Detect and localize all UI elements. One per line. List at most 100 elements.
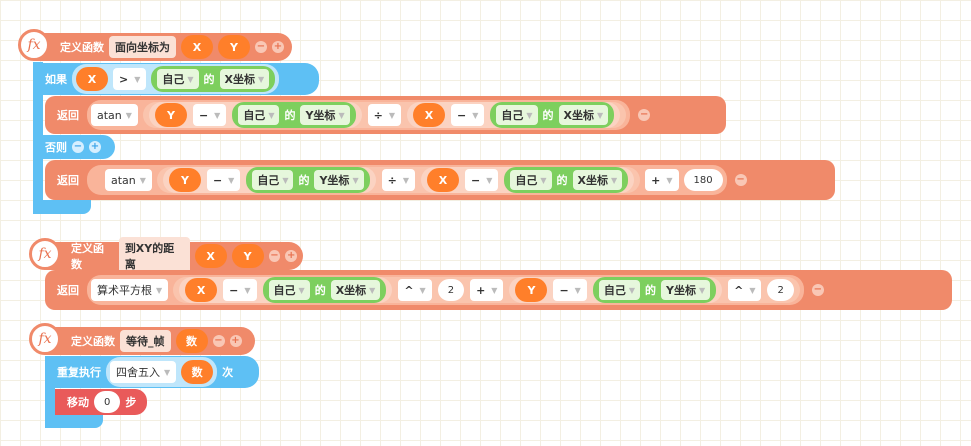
sensing-block[interactable]: 自己▼ 的 X坐标▼ xyxy=(504,167,629,193)
round-expression[interactable]: 四舍五入▼ 数 xyxy=(106,357,218,387)
op-dropdown[interactable]: ^▼ xyxy=(728,279,762,301)
param-y[interactable]: Y xyxy=(231,244,264,268)
op-dropdown[interactable]: −▼ xyxy=(553,279,587,301)
sensing-block[interactable]: 自己▼ 的 X坐标▼ xyxy=(151,66,276,92)
atan-expression[interactable]: atan▼ Y −▼ 自己▼ 的 Y坐标▼ ÷▼ X −▼ 自己▼ 的 X坐标▼ xyxy=(87,100,631,130)
var-num[interactable]: 数 xyxy=(181,360,214,384)
steps-input[interactable]: 0 xyxy=(94,391,121,413)
add-expression[interactable]: atan▼ Y −▼ 自己▼ 的 Y坐标▼ ÷▼ X −▼ 自己▼ 的 X坐标▼ xyxy=(87,165,727,195)
remove-param-button[interactable]: − xyxy=(212,335,225,347)
if-block[interactable]: 如果 X >▼ 自己▼ 的 X坐标▼ xyxy=(33,63,319,95)
var-x[interactable]: X xyxy=(185,278,218,302)
property-dropdown[interactable]: Y坐标▼ xyxy=(660,280,711,300)
param-x[interactable]: X xyxy=(181,35,213,59)
define-function-block-3[interactable]: 定义函数 等待_帧 数 − + xyxy=(33,327,255,355)
var-y[interactable]: Y xyxy=(154,103,187,127)
power-expression[interactable]: X −▼ 自己▼ 的 X坐标▼ xyxy=(179,277,393,303)
op-dropdown[interactable]: −▼ xyxy=(223,279,257,301)
op-dropdown[interactable]: −▼ xyxy=(450,104,485,126)
remove-block-button[interactable]: − xyxy=(811,284,824,296)
sqrt-expression[interactable]: 算术平方根▼ X −▼ 自己▼ 的 X坐标▼ ^▼ 2 +▼ Y −▼ 自己▼ … xyxy=(87,275,804,305)
define-function-block-2[interactable]: 定义函数 到XY的距离 X Y − + xyxy=(33,237,303,275)
number-input[interactable]: 2 xyxy=(437,279,465,301)
function-icon: fx xyxy=(18,29,50,61)
op-dropdown[interactable]: +▼ xyxy=(470,279,504,301)
move-block[interactable]: 移动 0 步 xyxy=(55,389,147,415)
var-x[interactable]: X xyxy=(426,168,459,192)
target-dropdown[interactable]: 自己▼ xyxy=(496,105,538,125)
compare-op-dropdown[interactable]: >▼ xyxy=(113,68,147,90)
target-dropdown[interactable]: 自己▼ xyxy=(252,170,294,190)
remove-block-button[interactable]: − xyxy=(734,174,747,186)
target-dropdown[interactable]: 自己▼ xyxy=(157,69,199,89)
property-dropdown[interactable]: X坐标▼ xyxy=(219,69,270,89)
chevron-down-icon: ▼ xyxy=(610,175,618,185)
return-block-1[interactable]: 返回 atan▼ Y −▼ 自己▼ 的 Y坐标▼ ÷▼ X −▼ 自己▼ 的 X… xyxy=(45,96,726,134)
param-y[interactable]: Y xyxy=(218,35,250,59)
op-dropdown[interactable]: −▼ xyxy=(192,104,227,126)
op-dropdown[interactable]: ÷▼ xyxy=(367,104,401,126)
property-dropdown[interactable]: X坐标▼ xyxy=(558,105,609,125)
of-label: 的 xyxy=(542,109,554,122)
remove-else-button[interactable]: − xyxy=(72,141,84,153)
return-block-3[interactable]: 返回 算术平方根▼ X −▼ 自己▼ 的 X坐标▼ ^▼ 2 +▼ Y −▼ 自… xyxy=(45,270,952,310)
var-y[interactable]: Y xyxy=(168,168,201,192)
compare-expression[interactable]: X >▼ 自己▼ 的 X坐标▼ xyxy=(72,64,280,94)
function-name[interactable]: 面向坐标为 xyxy=(109,36,176,58)
sensing-block[interactable]: 自己▼ 的 X坐标▼ xyxy=(490,102,615,128)
of-label: 的 xyxy=(314,284,326,297)
subtract-expression[interactable]: X −▼ 自己▼ 的 X坐标▼ xyxy=(420,167,635,193)
property-dropdown[interactable]: X坐标▼ xyxy=(572,170,623,190)
function-name[interactable]: 等待_帧 xyxy=(120,330,171,352)
function-name[interactable]: 到XY的距离 xyxy=(118,237,190,275)
op-dropdown[interactable]: ^▼ xyxy=(398,279,432,301)
define-function-block-1[interactable]: 定义函数 面向坐标为 X Y − + xyxy=(22,33,292,61)
math-func-dropdown[interactable]: 算术平方根▼ xyxy=(91,279,169,301)
math-func-dropdown[interactable]: atan▼ xyxy=(105,169,152,191)
divide-expression[interactable]: Y −▼ 自己▼ 的 Y坐标▼ ÷▼ X −▼ 自己▼ 的 X坐标▼ xyxy=(142,102,627,128)
param-x[interactable]: X xyxy=(194,244,227,268)
repeat-block[interactable]: 重复执行 四舍五入▼ 数 次 xyxy=(45,356,259,388)
add-param-button[interactable]: + xyxy=(272,41,284,53)
op-dropdown[interactable]: ÷▼ xyxy=(381,169,415,191)
property-dropdown[interactable]: Y坐标▼ xyxy=(300,105,350,125)
remove-block-button[interactable]: − xyxy=(638,109,651,121)
op-dropdown[interactable]: −▼ xyxy=(464,169,499,191)
var-x[interactable]: X xyxy=(76,67,108,91)
var-x[interactable]: X xyxy=(412,103,445,127)
sensing-block[interactable]: 自己▼ 的 Y坐标▼ xyxy=(592,277,717,303)
add-param-button[interactable]: + xyxy=(285,250,297,262)
remove-param-button[interactable]: − xyxy=(268,250,281,262)
subtract-expression[interactable]: X −▼ 自己▼ 的 X坐标▼ xyxy=(406,102,621,128)
op-dropdown[interactable]: −▼ xyxy=(206,169,241,191)
add-param-button[interactable]: + xyxy=(229,335,242,347)
op-dropdown[interactable]: +▼ xyxy=(645,169,679,191)
target-dropdown[interactable]: 自己▼ xyxy=(238,105,280,125)
math-func-dropdown[interactable]: atan▼ xyxy=(91,104,138,126)
subtract-expression[interactable]: Y −▼ 自己▼ 的 Y坐标▼ xyxy=(162,167,376,193)
param-num[interactable]: 数 xyxy=(175,329,208,353)
target-dropdown[interactable]: 自己▼ xyxy=(268,280,310,300)
target-dropdown[interactable]: 自己▼ xyxy=(598,280,640,300)
return-block-2[interactable]: 返回 atan▼ Y −▼ 自己▼ 的 Y坐标▼ ÷▼ X −▼ 自己▼ 的 X… xyxy=(45,160,835,200)
math-func-dropdown[interactable]: 四舍五入▼ xyxy=(110,361,177,383)
remove-param-button[interactable]: − xyxy=(255,41,267,53)
sensing-block[interactable]: 自己▼ 的 Y坐标▼ xyxy=(246,167,370,193)
target-dropdown[interactable]: 自己▼ xyxy=(510,170,552,190)
repeat-bottom xyxy=(45,414,103,428)
number-input[interactable]: 2 xyxy=(767,279,794,301)
number-input[interactable]: 180 xyxy=(683,169,723,191)
sum-expression[interactable]: X −▼ 自己▼ 的 X坐标▼ ^▼ 2 +▼ Y −▼ 自己▼ 的 Y坐标▼ xyxy=(173,277,800,303)
else-label: 否则 xyxy=(45,141,67,154)
property-dropdown[interactable]: X坐标▼ xyxy=(330,280,381,300)
sensing-block[interactable]: 自己▼ 的 X坐标▼ xyxy=(262,277,387,303)
move-label: 移动 xyxy=(67,396,89,409)
power-expression[interactable]: Y −▼ 自己▼ 的 Y坐标▼ xyxy=(509,277,723,303)
sensing-block[interactable]: 自己▼ 的 Y坐标▼ xyxy=(232,102,356,128)
divide-expression[interactable]: Y −▼ 自己▼ 的 Y坐标▼ ÷▼ X −▼ 自己▼ 的 X坐标▼ xyxy=(156,167,641,193)
add-else-button[interactable]: + xyxy=(89,141,101,153)
var-y[interactable]: Y xyxy=(515,278,548,302)
subtract-expression[interactable]: Y −▼ 自己▼ 的 Y坐标▼ xyxy=(148,102,362,128)
property-dropdown[interactable]: Y坐标▼ xyxy=(314,170,364,190)
else-block[interactable]: 否则 − + xyxy=(33,135,115,159)
